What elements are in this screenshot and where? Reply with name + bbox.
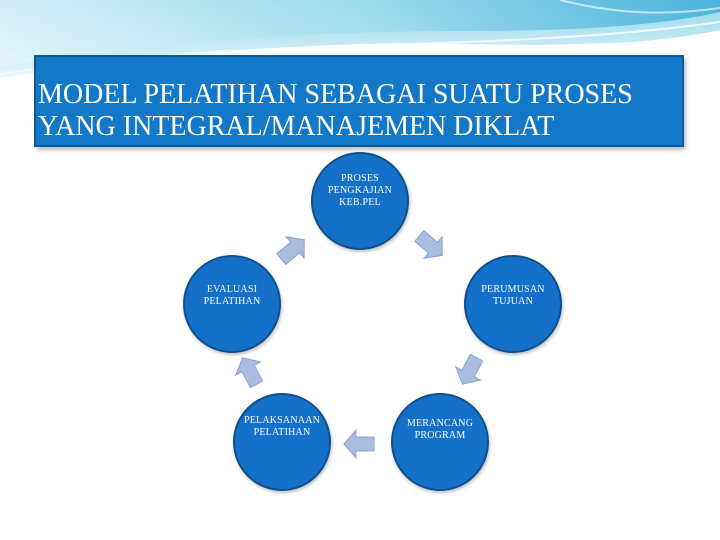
node-label-line: EVALUASI	[206, 284, 258, 295]
node-label-line: PELATIHAN	[203, 296, 261, 307]
node-label-line: TUJUAN	[492, 296, 534, 307]
cycle-node-pengkajian: PROSES PENGKAJIAN KEB.PEL	[311, 152, 409, 250]
title-banner: MODEL PELATIHAN SEBAGAI SUATU PROSES YAN…	[34, 55, 684, 147]
cycle-node-pelaksanaan: PELAKSANAAN PELATIHAN	[233, 393, 331, 491]
node-label-line: MERANCANG	[406, 418, 474, 429]
cycle-node-evaluasi: EVALUASI PELATIHAN	[183, 255, 281, 353]
node-label-line: PENGKAJIAN	[327, 185, 393, 196]
node-label-line: PERUMUSAN	[481, 284, 545, 295]
cycle-node-perumusan: PERUMUSAN TUJUAN	[464, 255, 562, 353]
cycle-node-merancang: MERANCANG PROGRAM	[391, 393, 489, 491]
node-label-line: KEB.PEL	[339, 197, 381, 208]
node-label-line: PROSES	[341, 173, 379, 184]
node-label-line: PELAKSANAAN	[243, 415, 321, 426]
page-title: MODEL PELATIHAN SEBAGAI SUATU PROSES YAN…	[38, 79, 678, 143]
node-label-line: PELATIHAN	[253, 427, 311, 438]
node-label-line: PROGRAM	[414, 430, 466, 441]
title-line-1: MODEL PELATIHAN SEBAGAI SUATU PROSES	[38, 79, 633, 110]
title-line-2: YANG INTEGRAL/MANAJEMEN DIKLAT	[38, 111, 555, 142]
